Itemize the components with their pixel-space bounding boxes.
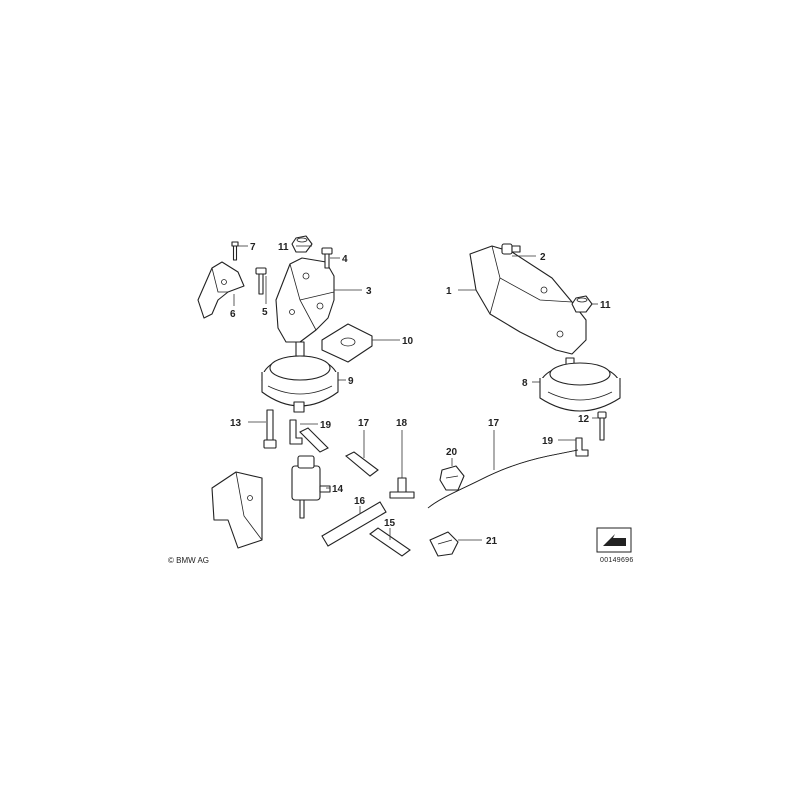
callout-9: 9 — [348, 376, 354, 387]
part-5-bolt — [255, 267, 267, 295]
callout-8: 8 — [522, 378, 528, 389]
callout-12: 12 — [578, 414, 590, 425]
leader-lines — [233, 245, 598, 541]
part-8-engine-mount — [539, 357, 621, 412]
callout-15: 15 — [384, 518, 396, 529]
part-3-support-bracket — [275, 257, 335, 343]
callout-11-left: 11 — [278, 242, 289, 253]
callout-numbers: 7 11 4 3 5 6 10 9 13 19 17 18 14 16 15 1… — [230, 242, 611, 547]
diagram-id: 00149696 — [600, 557, 634, 564]
part-1-support-bracket — [469, 245, 587, 355]
callout-21: 21 — [486, 536, 498, 547]
callout-19-right: 19 — [542, 436, 554, 447]
callout-19-left: 19 — [320, 420, 332, 431]
callout-2: 2 — [540, 252, 546, 263]
callout-7: 7 — [250, 242, 256, 253]
part-2-bolt — [501, 243, 521, 255]
part-17-hose-short — [299, 427, 379, 477]
part-14-solenoid-valve — [211, 455, 331, 549]
callout-6: 6 — [230, 309, 236, 320]
part-9-engine-mount — [261, 341, 339, 413]
part-18-connector — [389, 477, 415, 499]
callout-16: 16 — [354, 496, 366, 507]
callout-17-right: 17 — [488, 418, 500, 429]
part-21-clip — [429, 531, 459, 557]
part-15-hose — [369, 527, 411, 557]
part-10-pad — [321, 323, 373, 363]
callout-3: 3 — [366, 286, 372, 297]
part-19-fitting-left — [289, 419, 303, 445]
callout-17-left: 17 — [358, 418, 370, 429]
part-13-bolt — [263, 409, 277, 449]
part-20-clip — [439, 465, 465, 491]
part-19-fitting-right — [575, 437, 589, 457]
callout-14: 14 — [332, 484, 344, 495]
callout-13: 13 — [230, 418, 242, 429]
callout-11-right: 11 — [600, 300, 611, 311]
part-17-hose-long — [427, 449, 579, 509]
part-7-bolt — [231, 241, 239, 261]
part-11-nut-left — [291, 235, 313, 253]
forward-arrow-icon — [596, 527, 632, 553]
callout-20: 20 — [446, 447, 458, 458]
part-12-bolt — [597, 411, 607, 441]
callout-18: 18 — [396, 418, 408, 429]
callout-1: 1 — [446, 286, 452, 297]
part-11-nut-right — [571, 295, 593, 313]
part-4-bolt — [321, 247, 333, 269]
callout-10: 10 — [402, 336, 414, 347]
callout-5: 5 — [262, 307, 268, 318]
callout-4: 4 — [342, 254, 348, 265]
part-16-hose — [321, 501, 387, 547]
copyright-notice: © BMW AG — [168, 556, 210, 565]
part-6-bracket — [197, 261, 245, 319]
